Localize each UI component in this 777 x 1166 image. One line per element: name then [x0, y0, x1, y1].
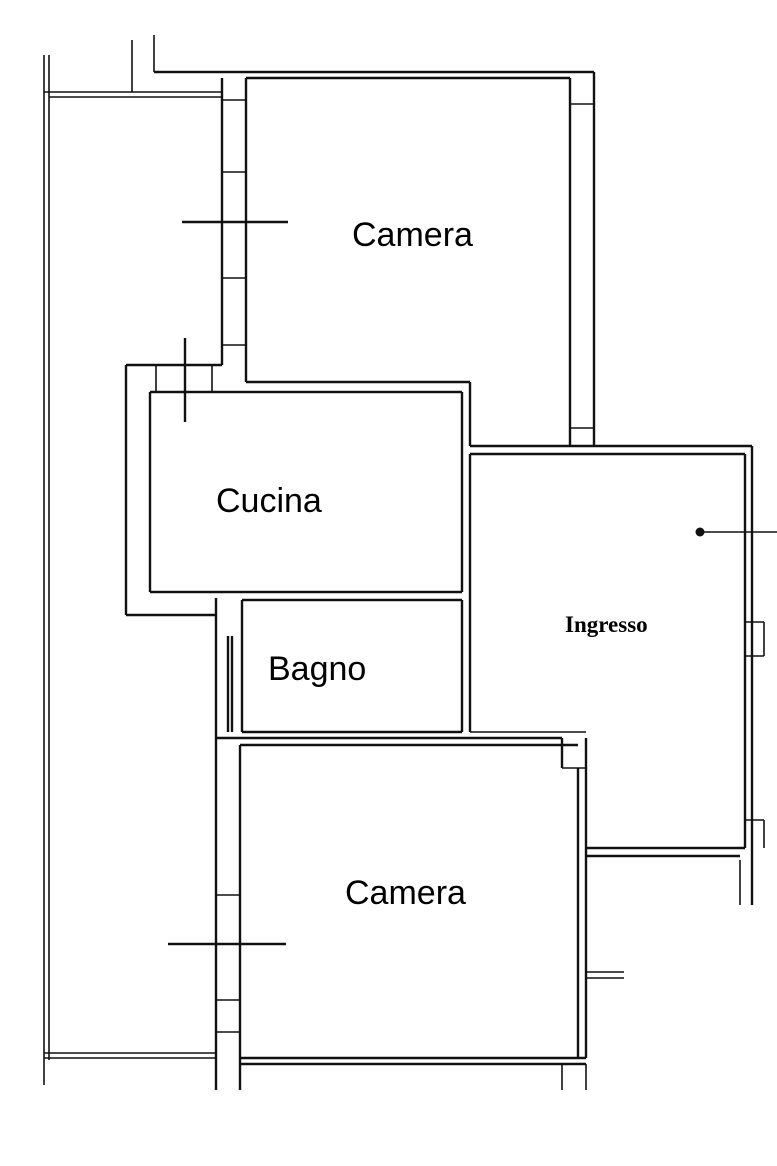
ingresso-walls	[468, 444, 765, 905]
bagno-walls	[214, 598, 464, 738]
room-label-camera-bottom: Camera	[345, 874, 466, 912]
cucina-walls	[124, 363, 462, 617]
room-label-ingresso: Ingresso	[565, 612, 648, 637]
upper-camera-west-wall	[220, 78, 248, 382]
terrace-outline	[43, 35, 222, 1085]
room-label-camera-top: Camera	[352, 216, 473, 254]
top-wall	[154, 70, 596, 446]
camera-cucina-wall	[150, 380, 472, 592]
room-label-bagno: Bagno	[268, 650, 366, 688]
room-label-cucina: Cucina	[216, 482, 322, 520]
entrance-arrow-icon	[695, 527, 777, 537]
lower-camera-walls	[214, 736, 624, 1090]
